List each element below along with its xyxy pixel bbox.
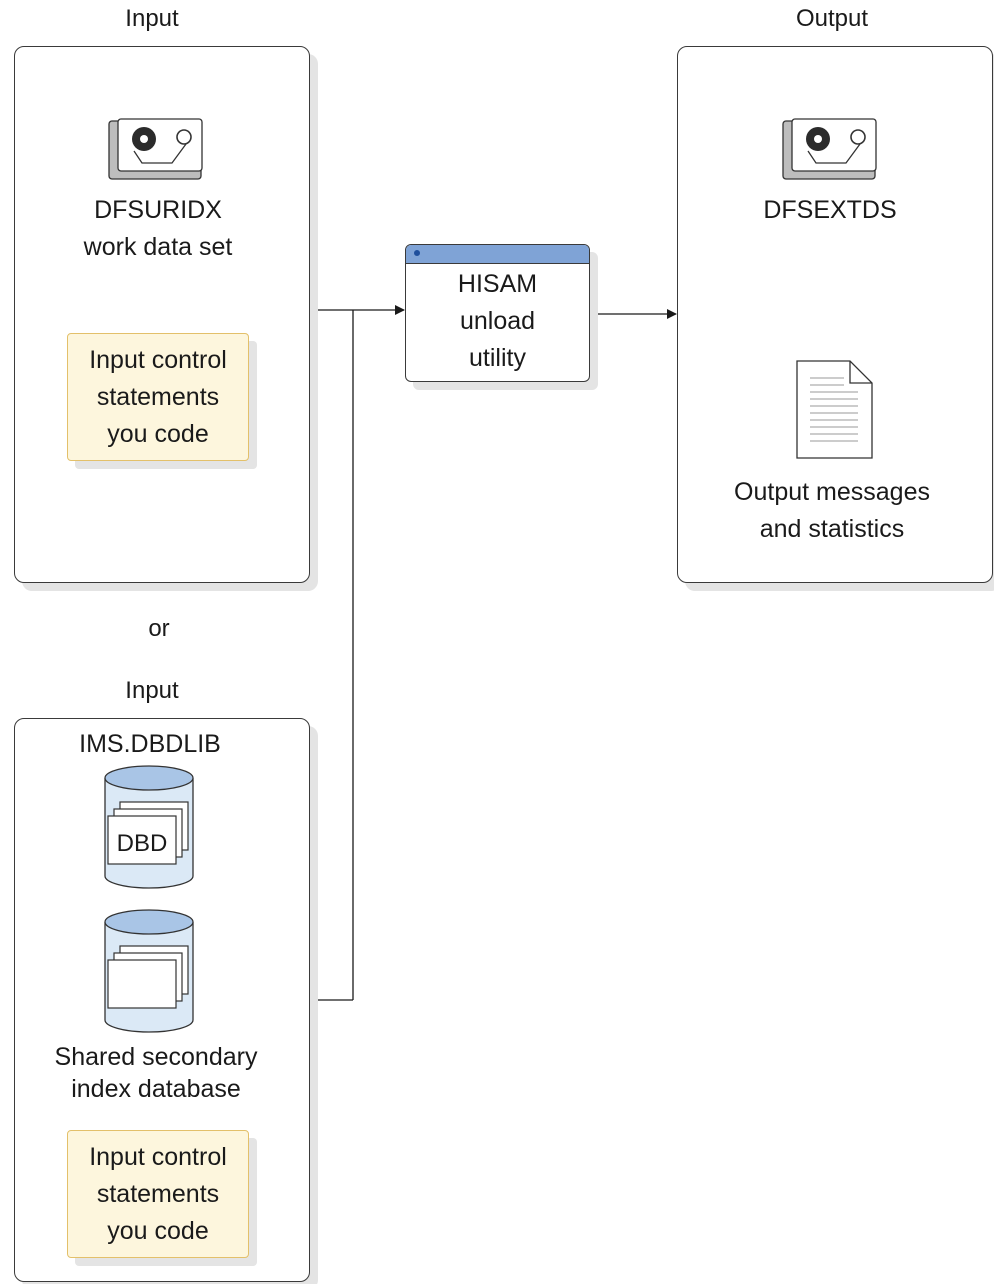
document-icon	[796, 360, 873, 459]
shared-secondary-index-label: Shared secondary index database	[30, 1041, 282, 1105]
output-messages-label: Output messages and statistics	[700, 474, 964, 548]
dfsuridx-desc: work data set	[83, 233, 233, 261]
shared-index-line1: Shared secondary	[54, 1043, 258, 1071]
dbdlib-cylinder-icon	[104, 765, 194, 889]
output-messages-line1: Output messages	[734, 478, 930, 506]
note-line: Input control	[89, 345, 227, 374]
secondary-index-cylinder-icon	[104, 909, 194, 1033]
input-bottom-heading: Input	[125, 677, 179, 704]
note-line: Input control	[89, 1142, 227, 1171]
dfsextds-label: DFSEXTDS	[763, 196, 897, 224]
note-line: statements	[96, 382, 220, 411]
input-control-note-bottom: Input control statements you code	[67, 1130, 249, 1258]
hisam-unload-utility-box: HISAM unload utility	[405, 244, 590, 382]
tape-icon	[782, 118, 877, 180]
note-line: statements	[96, 1179, 220, 1208]
shared-index-line2: index database	[71, 1075, 241, 1103]
dbd-label: DBD	[116, 830, 168, 857]
or-text: or	[148, 615, 170, 642]
process-line: utility	[469, 344, 526, 372]
window-dot-icon	[414, 250, 420, 256]
process-line: HISAM	[457, 270, 538, 298]
note-line: you code	[107, 419, 209, 448]
input-control-note-top: Input control statements you code	[67, 333, 249, 461]
output-messages-line2: and statistics	[759, 515, 905, 543]
output-heading: Output	[795, 5, 869, 32]
process-line: unload	[459, 307, 536, 335]
input-top-heading: Input	[125, 5, 179, 32]
note-line: you code	[107, 1216, 209, 1245]
dfsuridx-name: DFSURIDX	[94, 196, 222, 224]
process-title-bar	[406, 245, 589, 264]
tape-icon	[108, 118, 203, 180]
ims-dbdlib-label: IMS.DBDLIB	[79, 730, 221, 758]
dfsuridx-label: DFSURIDX work data set	[30, 192, 286, 266]
